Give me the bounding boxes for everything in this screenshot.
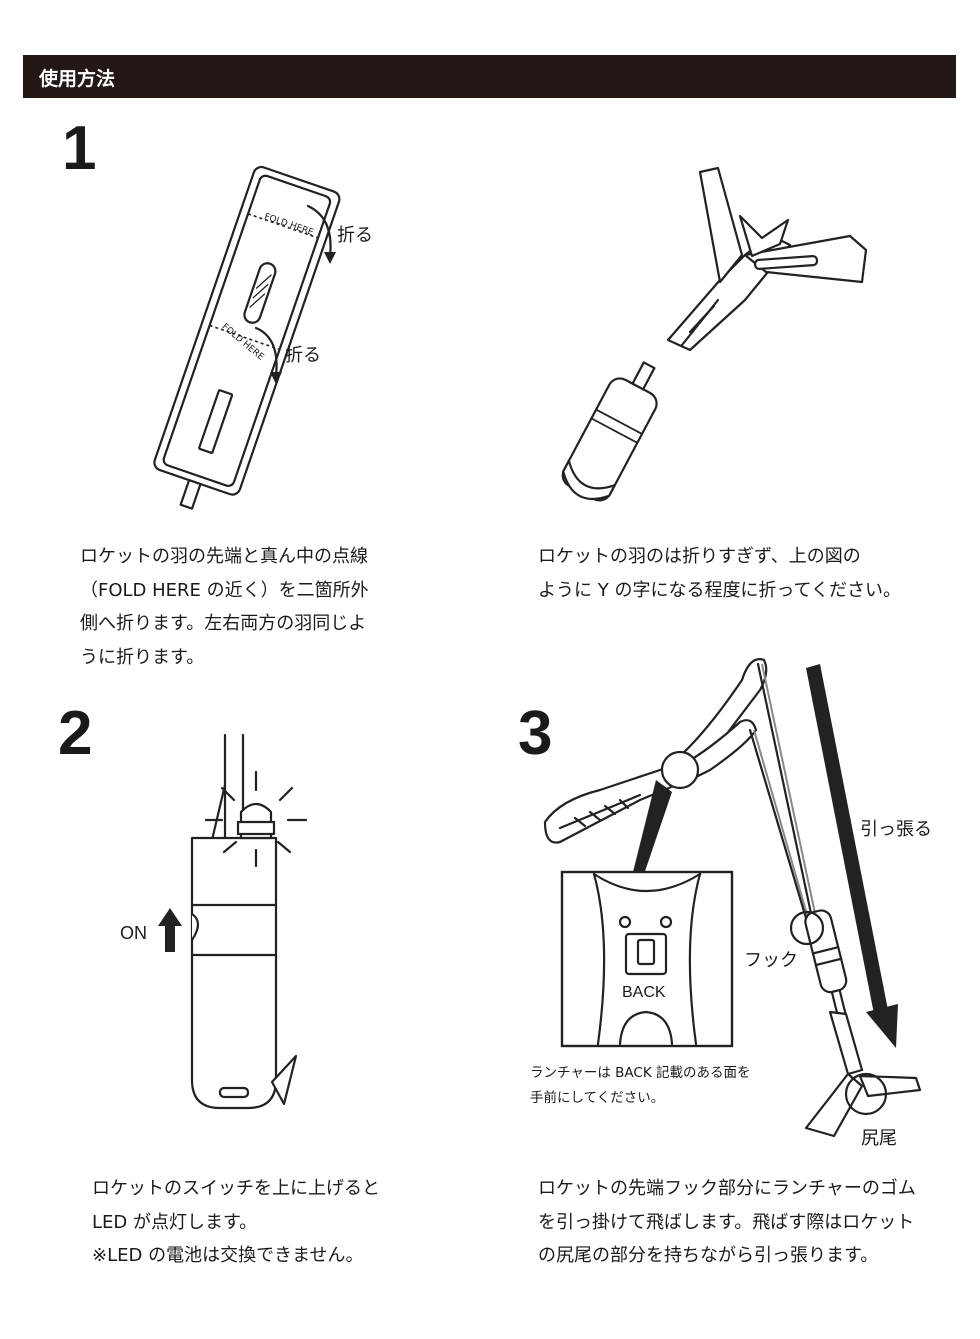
step-2-number: 2 [58, 699, 93, 768]
step-1-number: 1 [62, 114, 97, 183]
step-3-number: 3 [518, 699, 553, 768]
step-1-right-text: ロケットの羽のは折りすぎず、上の図の ように Y の字になる程度に折ってください… [538, 546, 901, 601]
step-2-text: ロケットのスイッチを上に上げると LED が点灯します。 ※LED の電池は交換… [92, 1178, 380, 1266]
fold-label-2: 折る [285, 345, 321, 366]
on-label: ON [120, 923, 147, 943]
tail-label: 尻尾 [861, 1128, 897, 1149]
hook-label: フック [744, 950, 798, 971]
step-3-text: ロケットの先端フック部分にランチャーのゴム を引っ掛けて飛ばします。飛ばす際はロ… [538, 1178, 916, 1266]
step-1-left-text: ロケットの羽の先端と真ん中の点線 （FOLD HERE の近く）を二箇所外 側へ… [80, 546, 369, 668]
launcher-note: ランチャーは BACK 記載のある面を 手前にしてください。 [530, 1065, 751, 1106]
back-label: BACK [622, 984, 666, 1001]
section-title: 使用方法 [39, 68, 116, 90]
section-header: 使用方法 [23, 55, 956, 98]
pull-label: 引っ張る [860, 819, 932, 840]
fold-label-1: 折る [337, 225, 373, 246]
